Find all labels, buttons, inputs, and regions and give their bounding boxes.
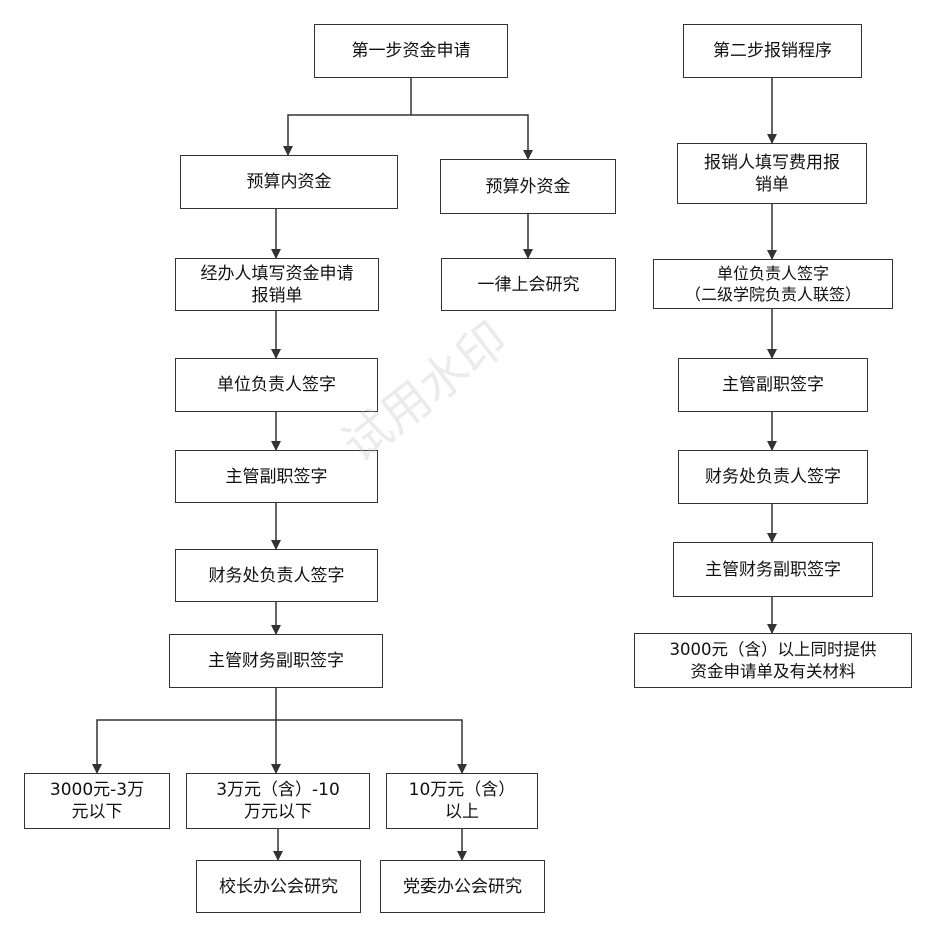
r-unit-sign-box: 单位负责人签字 （二级学院负责人联签） [653,259,893,309]
in-budget-box: 预算内资金 [180,155,398,209]
step2-box: 第二步报销程序 [683,24,862,78]
fill-form-box: 经办人填写资金申请 报销单 [175,258,379,311]
r-deputy-sign-box: 主管副职签字 [678,358,868,412]
step1-box: 第一步资金申请 [314,24,508,78]
connector-step1-to-in-budget [283,114,411,156]
amount-b-box: 3万元（含）-10 万元以下 [186,773,370,829]
connector-step1-to-out-budget [411,114,533,160]
unanimous-box: 一律上会研究 [441,258,616,311]
r-extra-box: 3000元（含）以上同时提供 资金申请单及有关材料 [634,633,912,688]
president-office-box: 校长办公会研究 [196,860,361,913]
unit-sign-box: 单位负责人签字 [175,358,378,412]
connector-to-amount-c [276,719,467,774]
deputy-sign-box: 主管副职签字 [175,450,378,503]
amount-c-box: 10万元（含） 以上 [386,773,538,829]
finance-head-box: 财务处负责人签字 [175,549,378,602]
party-office-box: 党委办公会研究 [380,860,545,913]
connector-to-amount-a [92,719,276,774]
out-budget-box: 预算外资金 [440,159,616,214]
r-finance-head-box: 财务处负责人签字 [678,450,868,504]
r-fill-box: 报销人填写费用报 销单 [677,143,867,204]
amount-a-box: 3000元-3万 元以下 [24,773,170,829]
r-finance-deputy-box: 主管财务副职签字 [673,542,873,597]
finance-deputy-box: 主管财务副职签字 [169,634,383,688]
